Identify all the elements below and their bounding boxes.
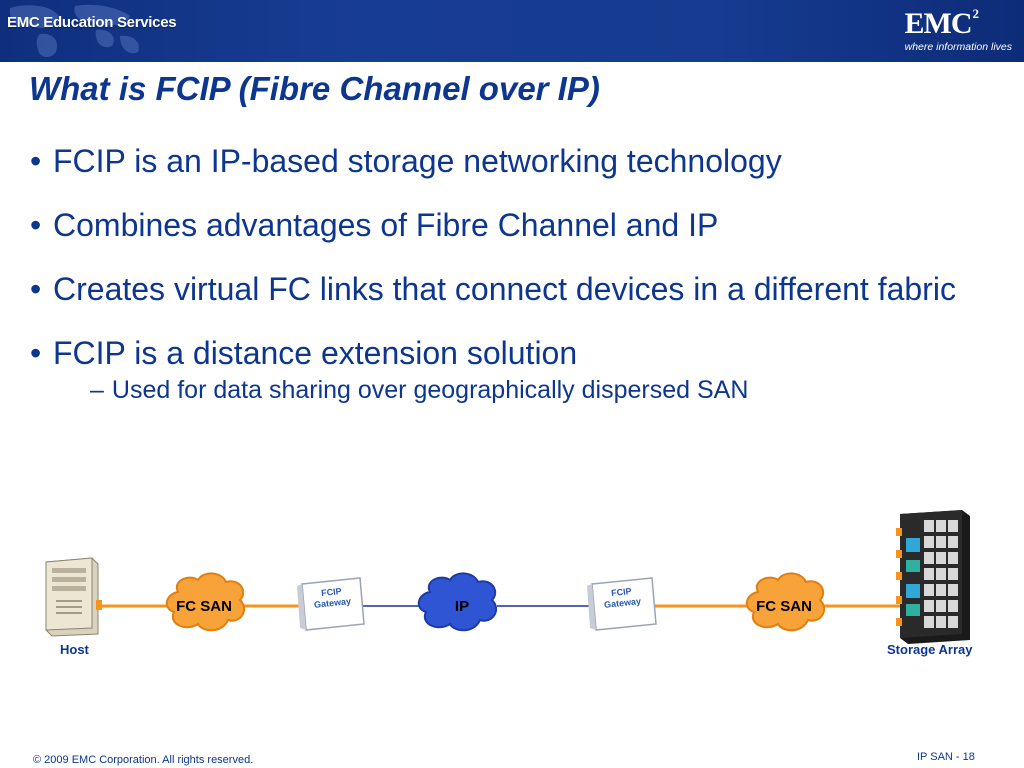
fc-san-cloud-left <box>165 572 246 632</box>
brand-superscript: 2 <box>972 6 979 21</box>
page-number: IP SAN - 18 <box>917 751 975 763</box>
storage-array-icon <box>896 510 970 644</box>
bullet-dot: • <box>30 271 42 307</box>
ip-cloud <box>417 572 498 632</box>
sub-bullet-text: Used for data sharing over geographicall… <box>111 376 749 404</box>
brand-tagline: where information lives <box>904 41 1012 53</box>
fcip-diagram: FC SAN IP FC SAN FCIP Gateway FCIP Gatew… <box>0 500 1024 670</box>
bullet-item: • FCIP is an IP-based storage networking… <box>30 140 1010 182</box>
fc-san-cloud-right <box>745 572 826 632</box>
bullet-item: • Creates virtual FC links that connect … <box>30 268 1010 310</box>
bullet-text: Creates virtual FC links that connect de… <box>53 271 956 307</box>
fc-san-right-label: FC SAN <box>756 598 812 615</box>
storage-array-label: Storage Array <box>887 642 973 657</box>
bullet-list: • FCIP is an IP-based storage networking… <box>30 140 1010 406</box>
fcip-gateway-right-icon <box>587 577 657 631</box>
bullet-dot: • <box>30 143 42 179</box>
brand-name: EMC <box>904 7 973 40</box>
ip-cloud-label: IP <box>454 598 470 615</box>
sub-bullet-item: –Used for data sharing over geographical… <box>90 374 1010 406</box>
slide-title: What is FCIP (Fibre Channel over IP) <box>29 70 600 107</box>
diagram-canvas <box>45 510 970 644</box>
bullet-text: Combines advantages of Fibre Channel and… <box>53 207 719 243</box>
host-label: Host <box>60 642 89 657</box>
bullet-text: FCIP is a distance extension solution <box>53 335 578 371</box>
bullet-item: • Combines advantages of Fibre Channel a… <box>30 204 1010 246</box>
bullet-dot: • <box>30 335 42 371</box>
fcip-gateway-left-icon <box>297 577 365 631</box>
education-services-logo-text: EMC Education Services <box>7 14 177 31</box>
bullet-item: • FCIP is a distance extension solution <box>30 332 1010 374</box>
sub-bullet-dash: – <box>90 376 104 404</box>
bullet-text: FCIP is an IP-based storage networking t… <box>53 143 782 179</box>
header-band: EMC Education Services EMC2 where inform… <box>0 0 1024 62</box>
copyright-footer: © 2009 EMC Corporation. All rights reser… <box>33 754 254 766</box>
host-server-icon <box>45 557 102 637</box>
bullet-dot: • <box>30 207 42 243</box>
emc-brand-logo: EMC2 <box>904 6 979 41</box>
fc-san-left-label: FC SAN <box>176 598 232 615</box>
globe-map-icon <box>9 4 139 58</box>
